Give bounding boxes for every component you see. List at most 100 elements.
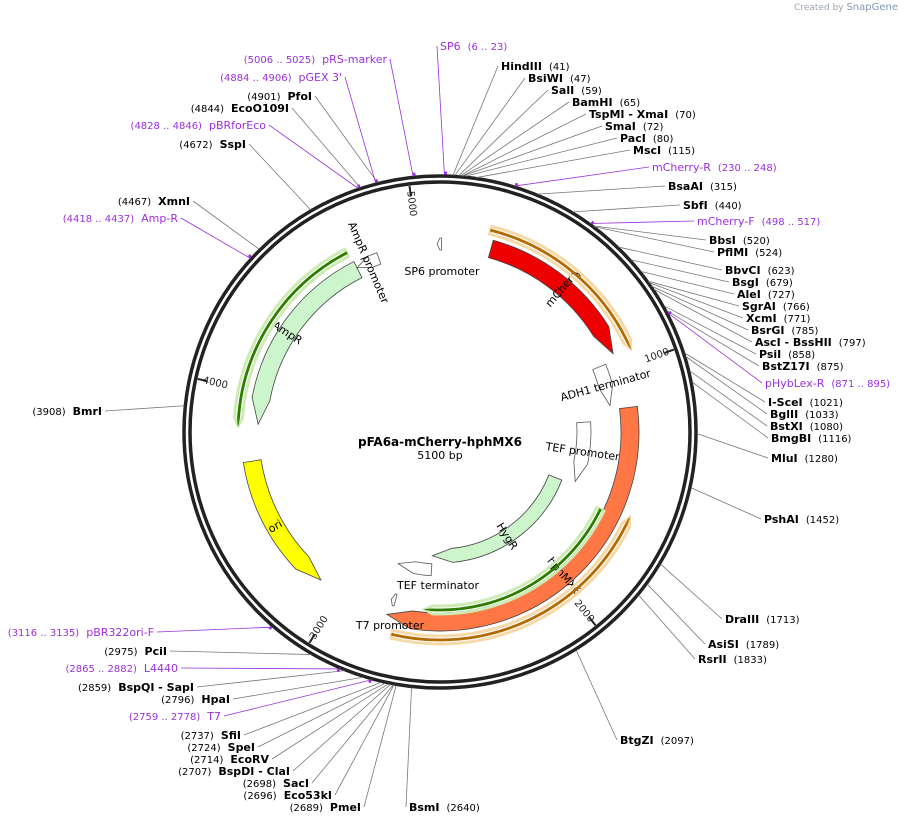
site-name: PsiI: [759, 348, 781, 361]
site-btgzi[interactable]: BtgZI(2097): [620, 734, 694, 747]
site-leader-msci: [476, 149, 631, 178]
primer-t7[interactable]: T7(2759 .. 2778): [129, 710, 221, 723]
site-tspmi-xmai[interactable]: TspMI - XmaI(70): [589, 108, 696, 121]
site-hpai[interactable]: HpaI(2796): [161, 693, 230, 706]
site-spei[interactable]: SpeI(2724): [187, 741, 255, 754]
site-psii[interactable]: PsiI(858): [759, 348, 815, 361]
site-position: (766): [783, 302, 810, 313]
site-position: (785): [791, 326, 818, 337]
site-xmni[interactable]: XmnI(4467): [118, 195, 190, 208]
site-position: (520): [743, 236, 770, 247]
tick-mark: [308, 633, 316, 644]
site-bstxi[interactable]: BstXI(1080): [770, 420, 843, 433]
feature-hygr[interactable]: [431, 474, 563, 563]
site-rsrii[interactable]: RsrII(1833): [698, 653, 767, 666]
site-position: (1789): [746, 640, 779, 651]
feature-mcherry[interactable]: [487, 239, 614, 355]
primer-pbrforeco[interactable]: pBRforEco(4828 .. 4846): [131, 119, 267, 132]
site-bsaai[interactable]: BsaAI(315): [668, 180, 737, 193]
site-bstz17i[interactable]: BstZ17I(875): [762, 360, 844, 373]
site-ecorv[interactable]: EcoRV(2714): [190, 753, 269, 766]
site-asisi[interactable]: AsiSI(1789): [708, 638, 779, 651]
primer-pbr322ori-f[interactable]: pBR322ori-F(3116 .. 3135): [8, 626, 154, 639]
site-bglii[interactable]: BglII(1033): [770, 408, 839, 421]
feature-sp6-promoter[interactable]: [436, 237, 443, 251]
site-msci[interactable]: MscI(115): [633, 144, 695, 157]
site-name: BmrI: [73, 405, 102, 418]
site-xcmi[interactable]: XcmI(771): [746, 312, 811, 325]
site-sbfi[interactable]: SbfI(440): [683, 199, 742, 212]
site-bspqi-sapi[interactable]: BspQI - SapI(2859): [78, 681, 194, 694]
site-leader-pshai: [690, 487, 762, 520]
site-bmri[interactable]: BmrI(3908): [32, 405, 102, 418]
feature-ampr[interactable]: [251, 261, 363, 426]
site-pcii[interactable]: PciI(2975): [104, 645, 167, 658]
primer-leader-t7: [223, 679, 372, 717]
feature-ampr-promoter[interactable]: [356, 252, 382, 269]
site-bamhi[interactable]: BamHI(65): [572, 96, 640, 109]
site-pfoi[interactable]: PfoI(4901): [247, 90, 312, 103]
site-mlui[interactable]: MluI(1280): [771, 452, 838, 465]
primer-amp-r[interactable]: Amp-R(4418 .. 4437): [63, 212, 179, 225]
site-sfii[interactable]: SfiI(2737): [181, 729, 241, 742]
site-name: BsiWI: [528, 72, 563, 85]
site-leader-bspqi-sapi: [196, 670, 345, 688]
primer-mark-l4440: [336, 668, 341, 673]
site-draiii[interactable]: DraIII(1713): [725, 613, 800, 626]
site-leader-i-scei: [684, 352, 766, 403]
primer-mcherry-r[interactable]: mCherry-R(230 .. 248): [652, 161, 777, 174]
site-name: mCherry-F: [697, 215, 755, 228]
site-bsrgi[interactable]: BsrGI(785): [751, 324, 818, 337]
primer-sp6[interactable]: SP6(6 .. 23): [440, 40, 507, 53]
primer-pgex-3[interactable]: pGEX 3'(4884 .. 4906): [220, 71, 342, 84]
primer-prs-marker[interactable]: pRS-marker(5006 .. 5025): [244, 53, 388, 66]
site-saci[interactable]: SacI(2698): [243, 777, 309, 790]
feature-label-ori: ori: [266, 517, 285, 535]
primer-leader-phyblex-r: [667, 312, 763, 384]
feature-t7-promoter[interactable]: [390, 593, 398, 607]
primer-mcherry-f[interactable]: mCherry-F(498 .. 517): [697, 215, 820, 228]
site-name: SspI: [220, 138, 246, 151]
orf-arrow[interactable]: [490, 228, 631, 349]
feature-tef-terminator[interactable]: [397, 561, 433, 577]
site-leader-pflmi: [594, 226, 715, 253]
site-sspi[interactable]: SspI(4672): [179, 138, 246, 151]
site-position: (1280): [805, 454, 838, 465]
site-position: (1080): [810, 422, 843, 433]
primer-l4440[interactable]: L4440(2865 .. 2882): [65, 662, 178, 675]
primer-phyblex-r[interactable]: pHybLex-R(871 .. 895): [765, 377, 890, 390]
site-sali[interactable]: SalI(59): [551, 84, 602, 97]
feature-ori[interactable]: [242, 459, 322, 581]
site-paci[interactable]: PacI(80): [620, 132, 673, 145]
site-bsgi[interactable]: BsgI(679): [732, 276, 793, 289]
orf-arrow[interactable]: [424, 508, 602, 612]
site-bbsi[interactable]: BbsI(520): [709, 234, 770, 247]
site-pmei[interactable]: PmeI(2689): [290, 801, 361, 814]
orf-arrow[interactable]: [237, 251, 348, 426]
site-pflmi[interactable]: PflMI(524): [717, 246, 782, 259]
site-position: (2865 .. 2882): [65, 664, 137, 675]
site-leader-bsiwi: [454, 77, 526, 176]
feature-adh1-terminator[interactable]: [592, 363, 614, 407]
site-bmgbi[interactable]: BmgBI(1116): [771, 432, 852, 445]
site-asci-bsshii[interactable]: AscI - BssHII(797): [755, 336, 866, 349]
site-position: (4467): [118, 197, 151, 208]
site-bspdi-clai[interactable]: BspDI - ClaI(2707): [178, 765, 290, 778]
site-alei[interactable]: AleI(727): [737, 288, 795, 301]
site-smai[interactable]: SmaI(72): [605, 120, 664, 133]
orf-arrow[interactable]: [391, 517, 630, 642]
site-bsmi[interactable]: BsmI(2640): [409, 801, 480, 814]
site-sgrai[interactable]: SgrAI(766): [742, 300, 810, 313]
site-pshai[interactable]: PshAI(1452): [764, 513, 839, 526]
site-hindiii[interactable]: HindIII(41): [501, 60, 570, 73]
site-eco53ki[interactable]: Eco53kI(2696): [243, 789, 332, 802]
site-bsiwi[interactable]: BsiWI(47): [528, 72, 591, 85]
site-i-scei[interactable]: I-SceI(1021): [768, 396, 843, 409]
site-position: (5006 .. 5025): [244, 55, 316, 66]
site-ecoo109i[interactable]: EcoO109I(4844): [191, 102, 289, 115]
site-leader-ecorv: [271, 683, 389, 760]
feature-tef-promoter[interactable]: [573, 421, 592, 483]
site-bbvci[interactable]: BbvCI(623): [725, 264, 795, 277]
site-name: Eco53kI: [284, 789, 332, 802]
